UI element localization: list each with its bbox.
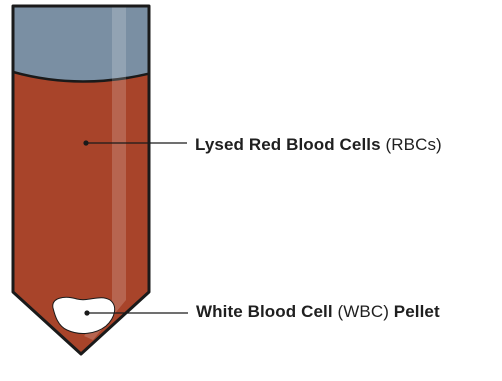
wbc-label-pellet: Pellet [394, 302, 440, 321]
rbc-label: Lysed Red Blood Cells (RBCs) [195, 135, 442, 155]
rbc-leader-dot [83, 140, 88, 145]
wbc-label-bold: White Blood Cell [196, 302, 333, 321]
rbc-label-bold: Lysed Red Blood Cells [195, 135, 381, 154]
supernatant-layer [0, 0, 170, 82]
wbc-leader-dot [84, 310, 89, 315]
wbc-label-abbrev: (WBC) [337, 302, 388, 321]
rbc-label-abbrev: (RBCs) [386, 135, 442, 154]
wbc-label: White Blood Cell (WBC) Pellet [196, 302, 440, 322]
glass-highlight [112, 0, 126, 300]
